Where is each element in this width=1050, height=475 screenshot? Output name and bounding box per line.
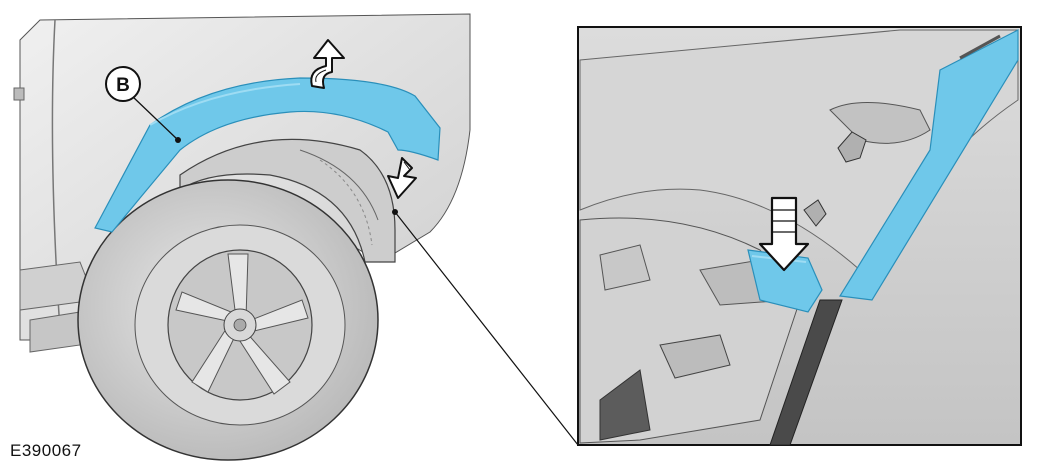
detail-view xyxy=(577,26,1022,446)
wheel-arch-liner xyxy=(179,138,396,263)
down-arrow-icon xyxy=(387,157,417,199)
curved-up-arrow-icon xyxy=(310,39,345,89)
figure-id-label: E390067 xyxy=(10,441,82,460)
wheel-arch-trim-b xyxy=(94,77,441,233)
callout-b-label: B xyxy=(116,75,130,96)
front-wheel xyxy=(77,179,379,461)
detail-leader-line xyxy=(392,209,579,446)
down-arrow-icon xyxy=(758,196,810,272)
callout-b: B xyxy=(105,66,181,143)
clip-icon xyxy=(803,131,867,227)
